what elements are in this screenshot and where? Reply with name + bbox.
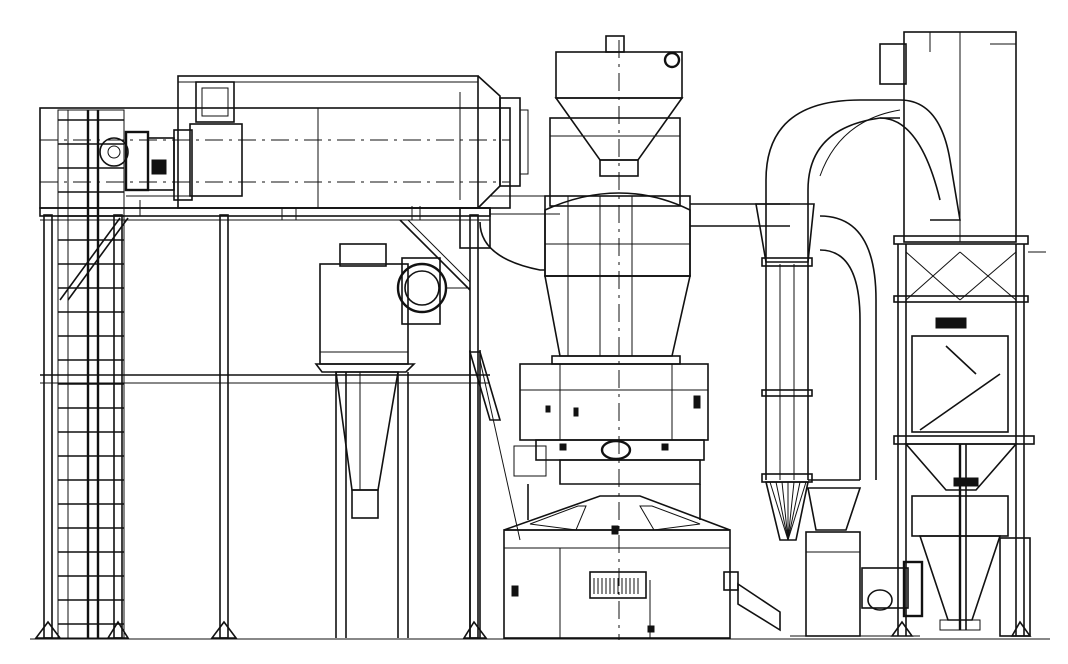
main-fan (790, 531, 924, 637)
base-vent-grille (593, 578, 639, 594)
grinding-mill-body (513, 363, 709, 520)
classifier-cyclone (544, 192, 790, 365)
return-air-duct (755, 99, 901, 541)
feed-hopper (549, 35, 684, 640)
duct-strand (775, 481, 789, 541)
duct-strand (787, 481, 801, 541)
ladder-rungs (58, 119, 124, 625)
duct-strand (769, 481, 789, 541)
rotary-dryer-drum (39, 75, 529, 209)
drive-motor (99, 129, 193, 201)
bag-filter (879, 31, 1017, 243)
small-cyclone-dust-collector (314, 243, 416, 638)
duct-strand (787, 481, 807, 541)
duct-strand (781, 481, 789, 541)
support-frame-with-ladder (34, 109, 491, 639)
duct-strand (787, 481, 795, 541)
mill-base (503, 495, 781, 639)
fan-volute (396, 257, 470, 325)
collection-silo (890, 235, 1046, 637)
duct-inlet-strands (769, 481, 807, 541)
